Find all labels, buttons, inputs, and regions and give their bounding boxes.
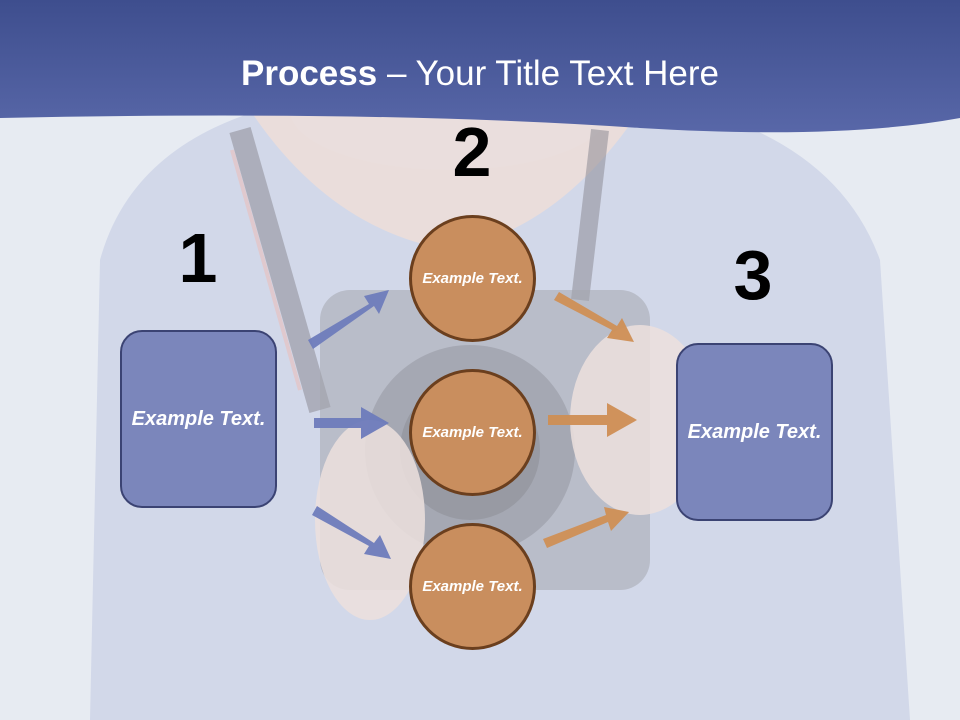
- step-number-1: 1: [178, 219, 218, 297]
- middle-step-circle-text: Example Text.: [422, 424, 523, 441]
- arrow-left-to-top: [308, 290, 389, 349]
- arrow-left-to-bottom: [312, 506, 391, 559]
- right-step-box-text: Example Text.: [687, 420, 822, 443]
- arrow-bottom-to-right: [543, 507, 629, 548]
- title-band: [0, 0, 960, 133]
- left-step-box[interactable]: Example Text.: [120, 330, 277, 508]
- arrow-left-to-middle: [314, 407, 389, 439]
- title-bold: Process: [241, 54, 378, 93]
- top-step-circle-text: Example Text.: [422, 270, 523, 287]
- title-rest: – Your Title Text Here: [377, 54, 719, 93]
- middle-step-circle[interactable]: Example Text.: [409, 369, 536, 496]
- arrow-top-to-right: [554, 292, 634, 342]
- right-step-box[interactable]: Example Text.: [676, 343, 833, 521]
- step-number-3: 3: [733, 236, 773, 314]
- left-step-box-text: Example Text.: [131, 407, 266, 430]
- slide-title: Process – Your Title Text Here: [0, 50, 960, 98]
- arrow-middle-to-right: [548, 403, 637, 437]
- top-step-circle[interactable]: Example Text.: [409, 215, 536, 342]
- bottom-step-circle[interactable]: Example Text.: [409, 523, 536, 650]
- bottom-step-circle-text: Example Text.: [422, 578, 523, 595]
- step-number-2: 2: [452, 113, 492, 191]
